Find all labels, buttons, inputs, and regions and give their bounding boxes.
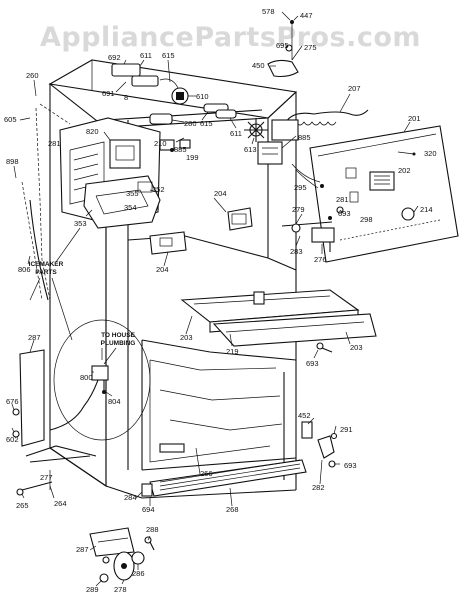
part-label: 207 [348,84,361,93]
damper-control-part [267,20,299,78]
thermostat-block [257,141,283,165]
part-label: 282 [312,483,325,492]
part-label: 605 [4,115,17,124]
part-label: 219 [226,347,239,356]
part-label: 8 [124,93,128,102]
lower-trim-203 [212,313,377,347]
svg-text:ICEMAKER: ICEMAKER [29,261,64,268]
part-label: 615 [162,51,175,60]
part-label: 279 [292,205,305,214]
part-label: 214 [420,205,433,214]
svg-text:PARTS: PARTS [35,269,57,276]
part-label: 452 [298,411,311,420]
part-label: 289 [86,585,99,594]
part-label: 578 [262,7,275,16]
part-label: 201 [408,114,421,123]
part-label: 353 [74,219,87,228]
part-label: 277 [40,473,53,482]
part-label: 694 [142,505,155,514]
part-label: 278 [114,585,127,594]
part-label: 260 [26,71,39,80]
part-label: 450 [252,61,265,70]
bottom-front-parts [141,443,185,497]
bottom-left-parts [12,408,97,496]
part-label: 280 [184,119,197,128]
part-label: 203 [350,343,363,352]
part-label: 610 [196,92,209,101]
part-label: 264 [54,499,67,508]
part-label: 693 [338,209,351,218]
part-label: 268 [226,505,239,514]
part-label: 286 [132,569,145,578]
part-label: 898 [6,157,19,166]
part-label: 210 [154,139,167,148]
part-label: 611 [140,51,152,60]
part-label: 266 [200,469,213,478]
part-label: 820 [86,127,99,136]
control-capillary [271,109,369,141]
part-label: 275 [304,43,317,52]
right-hinge-parts [301,421,338,468]
part-label: 804 [108,397,121,406]
part-label: 202 [398,166,411,175]
part-label: 691 [102,89,115,98]
part-label: 885 [298,133,311,142]
part-label: 355 [126,189,139,198]
water-valve-plumbing [49,319,151,441]
leveling-roller-parts [89,527,155,583]
part-label: 447 [300,11,313,20]
leader-lines [11,11,419,587]
part-label: 611 [230,129,242,138]
part-label: 203 [180,333,193,342]
part-label: 288 [146,525,159,534]
part-label: 265 [16,501,29,510]
control-panel-201 [309,125,459,263]
part-label: 291 [340,425,353,434]
part-label: 354 [124,203,137,212]
house-plumbing-note: TO HOUSE PLUMBING [101,332,136,365]
svg-text:PLUMBING: PLUMBING [101,340,136,347]
part-label: 885 [174,145,187,154]
part-label: 204 [214,189,227,198]
part-label: 692 [108,53,121,62]
bracket-204-right [227,207,253,231]
part-label: 615 [200,119,213,128]
top-components [111,63,268,152]
part-label: 298 [360,215,373,224]
part-label: 199 [186,153,199,162]
watermark-text: AppliancePartsPros.com [40,22,421,53]
svg-text:TO HOUSE: TO HOUSE [101,332,135,339]
part-label: 287 [76,545,89,554]
part-label: 602 [6,435,19,444]
switch-assembly [281,206,344,252]
icemaker-assembly [59,117,161,229]
part-label: 204 [156,265,169,274]
icemaker-parts-note: ICEMAKER PARTS [29,227,81,341]
part-label: 693 [344,461,357,470]
part-label: 695 [276,41,289,50]
screw-693 [316,342,333,353]
side-panel-287 [19,349,45,447]
part-label: 806 [18,265,31,274]
part-label: 295 [294,183,307,192]
bracket-204-left [149,231,187,255]
part-label: 320 [424,149,437,158]
kick-grille-268 [149,459,307,497]
part-label: 693 [306,359,319,368]
part-label: 287 [28,333,41,342]
part-label: 283 [290,247,303,256]
part-number-labels: 578 447 695 275 450 207 692 611 615 260 … [4,7,437,594]
part-label: 352 [152,185,165,194]
part-label: 281 [336,195,349,204]
part-label: 613 [244,145,257,154]
part-label: 276 [314,255,327,264]
part-label: 676 [6,397,19,406]
wire-harness [291,163,321,189]
part-label: 284 [124,493,137,502]
part-label: 800 [80,373,93,382]
part-label: 281 [48,139,61,148]
